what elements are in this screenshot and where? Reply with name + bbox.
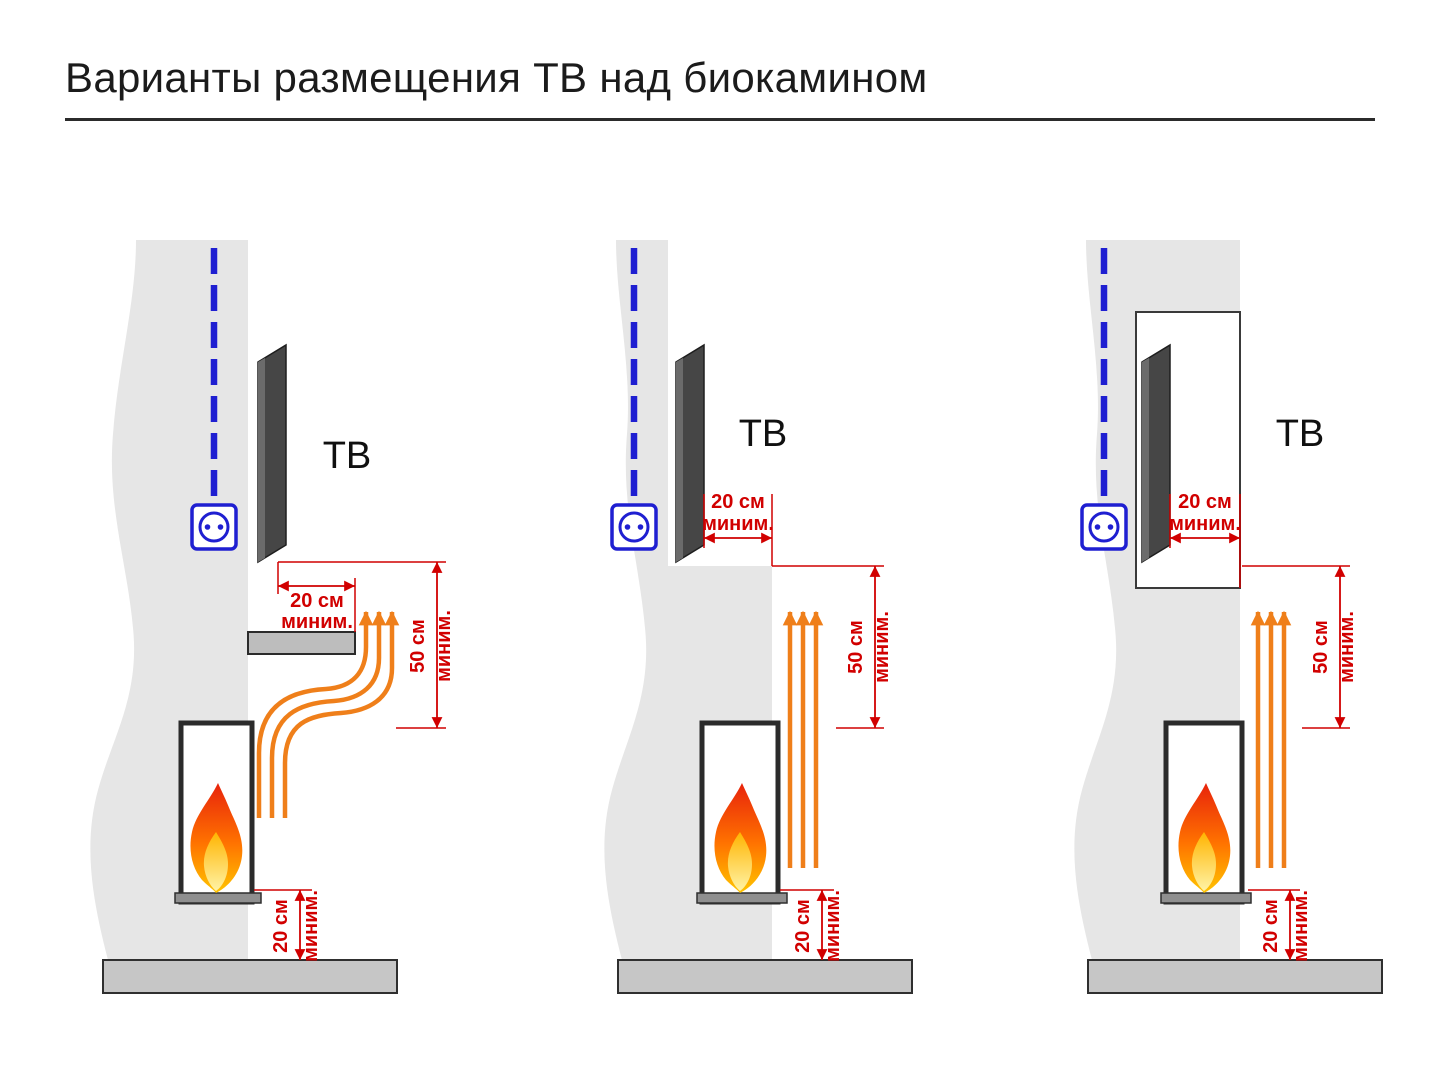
floor <box>102 959 398 994</box>
tv-label: ТВ <box>739 413 788 455</box>
dim-clearance-note: миним. <box>871 611 893 683</box>
dim-floor-gap-note: миним. <box>1290 890 1312 962</box>
power-outlet-icon <box>1080 503 1128 551</box>
page-title: Варианты размещения ТВ над биокамином <box>65 54 1375 121</box>
dim-clearance-value: 50 см <box>845 620 867 674</box>
heat-flow-arrow <box>256 610 374 818</box>
dim-tv-gap-value: 20 см <box>711 491 765 513</box>
dim-floor-gap-value: 20 см <box>270 899 292 953</box>
tv <box>1141 344 1171 563</box>
floor <box>617 959 913 994</box>
power-outlet-icon <box>190 503 238 551</box>
protective-shelf <box>247 631 356 655</box>
tv <box>257 344 287 563</box>
dim-clearance-value: 50 см <box>407 619 429 673</box>
tv-label: ТВ <box>1276 413 1325 455</box>
dim-tv-gap-note: миним. <box>281 611 353 633</box>
fireplace-base <box>696 892 788 904</box>
dim-floor-gap-note: миним. <box>822 890 844 962</box>
dim-tv-gap-note: миним. <box>702 513 774 535</box>
dim-floor-gap-value: 20 см <box>792 899 814 953</box>
dim-floor-gap-note: миним. <box>300 890 322 962</box>
dim-clearance-note: миним. <box>1336 611 1358 683</box>
tv-label: ТВ <box>323 435 372 477</box>
floor <box>1087 959 1383 994</box>
fireplace-base <box>1160 892 1252 904</box>
heat-flow-arrow <box>269 610 387 818</box>
dim-clearance-note: миним. <box>433 610 455 682</box>
panel-variant-breast: ТВ 20 см миним. 50 см миним. 20 см миним… <box>604 240 913 994</box>
dim-tv-gap-value: 20 см <box>1178 491 1232 513</box>
panel-variant-shelf: ТВ 20 см миним. 50 см миним. 20 см миним… <box>90 240 455 994</box>
dim-tv-gap-note: миним. <box>1169 513 1241 535</box>
fireplace-base <box>174 892 262 904</box>
dim-floor-gap-value: 20 см <box>1260 899 1282 953</box>
tv <box>675 344 705 563</box>
panel-variant-niche: ТВ 20 см миним. 50 см миним. 20 см миним… <box>1074 240 1383 994</box>
dim-tv-gap-value: 20 см <box>290 590 344 612</box>
power-outlet-icon <box>610 503 658 551</box>
dim-clearance-value: 50 см <box>1310 620 1332 674</box>
heat-flow-arrow <box>282 610 400 818</box>
